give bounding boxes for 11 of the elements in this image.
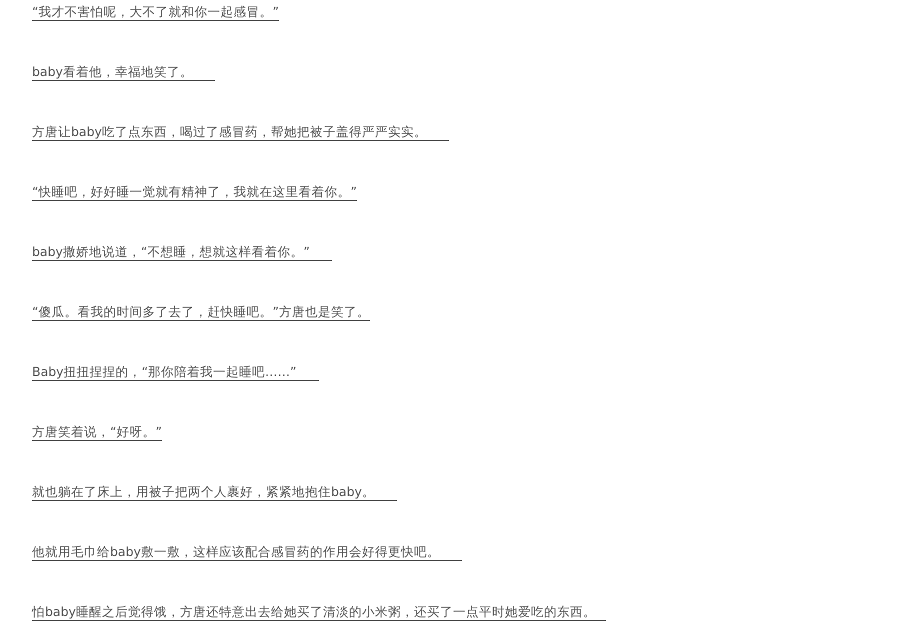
story-paragraph: 方唐笑着说，“好呀。” [32,424,162,441]
story-paragraph: “快睡吧，好好睡一觉就有精神了，我就在这里看着你。” [32,184,357,201]
story-paragraph: baby看着他，幸福地笑了。 [32,64,215,81]
story-paragraph: baby撒娇地说道，“不想睡，想就这样看着你。” [32,244,332,261]
story-paragraph: “我才不害怕呢，大不了就和你一起感冒。” [32,4,279,21]
story-paragraph: 方唐让baby吃了点东西，喝过了感冒药，帮她把被子盖得严严实实。 [32,124,449,141]
story-paragraph: 怕baby睡醒之后觉得饿，方唐还特意出去给她买了清淡的小米粥，还买了一点平时她爱吃的东西。 [32,604,606,621]
story-paragraph: Baby扭扭捏捏的，“那你陪着我一起睡吧……” [32,364,319,381]
story-paragraph: 他就用毛巾给baby敷一敷，这样应该配合感冒药的作用会好得更快吧。 [32,544,462,561]
story-paragraph: 就也躺在了床上，用被子把两个人裹好，紧紧地抱住baby。 [32,484,397,501]
story-paragraph: “傻瓜。看我的时间多了去了，赶快睡吧。”方唐也是笑了。 [32,304,370,321]
